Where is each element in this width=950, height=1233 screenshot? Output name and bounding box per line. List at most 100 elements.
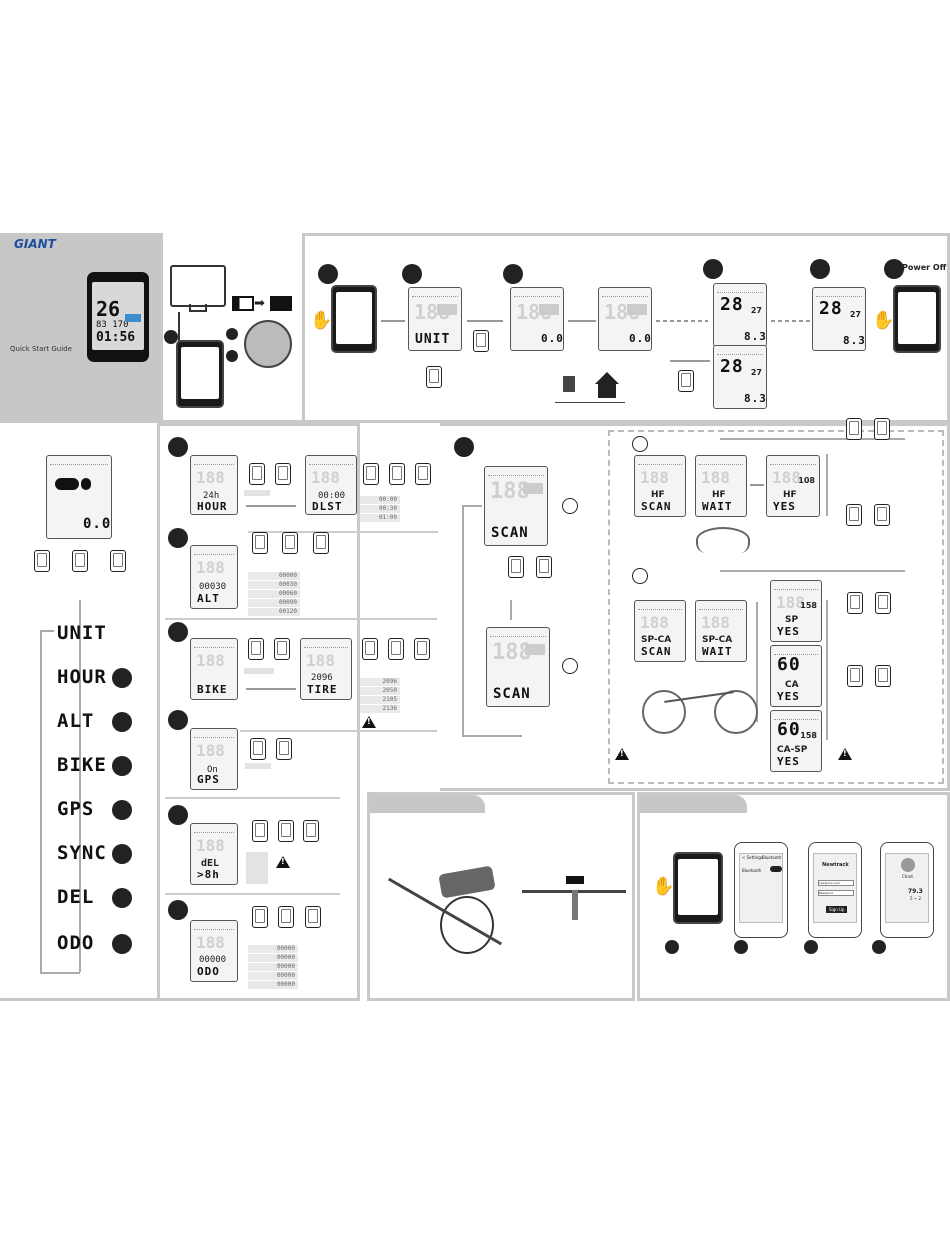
- scan-loop-line: [462, 505, 482, 507]
- screen-scan-2: 188 SCAN: [486, 627, 550, 707]
- cover-time: 01:56: [96, 330, 136, 345]
- menu-alt-marker: [112, 712, 132, 732]
- step-4-marker: [703, 259, 723, 279]
- button-icon: [313, 532, 329, 554]
- screen-ca-yes: 60 CA YES: [770, 645, 822, 707]
- settings-divider: [165, 797, 340, 799]
- button-icon: [252, 820, 268, 842]
- warning-icon: [838, 748, 852, 760]
- menu-gps-marker: [112, 800, 132, 820]
- screen-casp-yes: 60 158 CA-SP YES: [770, 710, 822, 772]
- toggle-icon: [770, 866, 782, 872]
- giant-logo: GIANT: [14, 237, 56, 251]
- screen-searching-2: 188 0.0: [598, 287, 652, 351]
- button-icon: [874, 504, 890, 526]
- button-icon: [874, 418, 890, 440]
- screen-unit: 188 UNIT: [408, 287, 462, 351]
- button-icon: [276, 738, 292, 760]
- button-icon: [847, 665, 863, 687]
- button-icon: [249, 463, 265, 485]
- alt-marker: [168, 528, 188, 548]
- app-step-1-marker: [665, 940, 679, 954]
- hand-press-icon: ✋: [872, 310, 895, 331]
- usb-port-closeup: [244, 320, 292, 368]
- flow-arrow-dashed: [771, 320, 811, 322]
- option-b-circle: [562, 658, 578, 674]
- option-a-circle: [562, 498, 578, 514]
- handlebar-mount-icon: [522, 860, 626, 920]
- phone-login: Newtrack xxx@xxx.com Password Sign Up: [808, 842, 862, 938]
- flow-arrow: [381, 320, 405, 322]
- app-panel-tab: [640, 795, 747, 813]
- menu-item-hour: HOUR: [57, 666, 107, 688]
- flow-arrow-dashed: [656, 320, 708, 322]
- step-5-marker: [810, 259, 830, 279]
- app-step-device: [673, 852, 723, 924]
- bike-marker: [168, 622, 188, 642]
- button-icon: [252, 532, 268, 554]
- settings-divider: [165, 893, 340, 895]
- menu-item-gps: GPS: [57, 798, 95, 820]
- spca-flow-line: [756, 602, 758, 722]
- button-icon: [282, 532, 298, 554]
- screen-hr-scan: 188 HF SCAN: [634, 455, 686, 517]
- app-step-2-marker: [734, 940, 748, 954]
- button-left: [34, 550, 50, 572]
- flow-arrow: [568, 320, 596, 322]
- bicycle-icon: [640, 676, 760, 736]
- button-icon: [508, 556, 524, 578]
- mount-panel: [367, 792, 635, 1001]
- heart-rate-strap-icon: [696, 527, 750, 553]
- button-icon: [362, 638, 378, 660]
- flow-arrow: [467, 320, 503, 322]
- screen-main: 0.0: [46, 455, 112, 539]
- menu-stem-line: [79, 600, 81, 972]
- step-2-marker: [402, 264, 422, 284]
- button-icon: [388, 638, 404, 660]
- menu-del-marker: [112, 888, 132, 908]
- screen-hr-yes: 188 108 HF YES: [766, 455, 820, 517]
- button-icon: [846, 418, 862, 440]
- sync-marker: [454, 437, 474, 457]
- screen-hour: 188 24h HOUR: [190, 455, 238, 515]
- screen-ready-1: 28 27 8.3: [713, 283, 767, 347]
- button-icon: [252, 906, 268, 928]
- menu-bike-marker: [112, 756, 132, 776]
- step-marker: [226, 350, 238, 362]
- button-icon: [250, 738, 266, 760]
- hand-press-icon: ✋: [652, 876, 675, 897]
- avatar: [901, 858, 915, 872]
- menu-loop-line: [40, 630, 54, 632]
- mount-panel-tab: [370, 795, 485, 813]
- gps-marker: [168, 710, 188, 730]
- flow-arrow: [246, 505, 296, 507]
- screen-spca-wait: 188 SP-CA WAIT: [695, 600, 747, 662]
- power-off-device: [893, 285, 941, 353]
- button-icon: [305, 906, 321, 928]
- computer-monitor-icon: [170, 265, 226, 307]
- cover-speed: 26: [96, 297, 121, 321]
- screen-spca-scan: 188 SP-CA SCAN: [634, 600, 686, 662]
- scan-loop-line: [462, 735, 522, 737]
- power-off-label: Power Off: [902, 263, 947, 272]
- button-icon: [847, 592, 863, 614]
- phone-profile: Chart 79.3 5 ~ 2: [880, 842, 934, 938]
- settings-panel: [160, 423, 360, 1001]
- step-3-marker: [503, 264, 523, 284]
- down-arrow: [510, 600, 512, 620]
- screen-del: 188 dEL >8h: [190, 823, 238, 885]
- button-icon: [248, 638, 264, 660]
- spca-flow-line: [826, 600, 828, 740]
- button-icon: [846, 504, 862, 526]
- power-off-marker: [884, 259, 904, 279]
- del-marker: [168, 805, 188, 825]
- button-icon: [473, 330, 489, 352]
- settings-divider: [165, 618, 437, 620]
- flow-arrow: [246, 688, 296, 690]
- odo-marker: [168, 900, 188, 920]
- button-icon: [278, 906, 294, 928]
- battery-full-icon: [270, 296, 292, 311]
- battery-low-icon: [232, 296, 254, 311]
